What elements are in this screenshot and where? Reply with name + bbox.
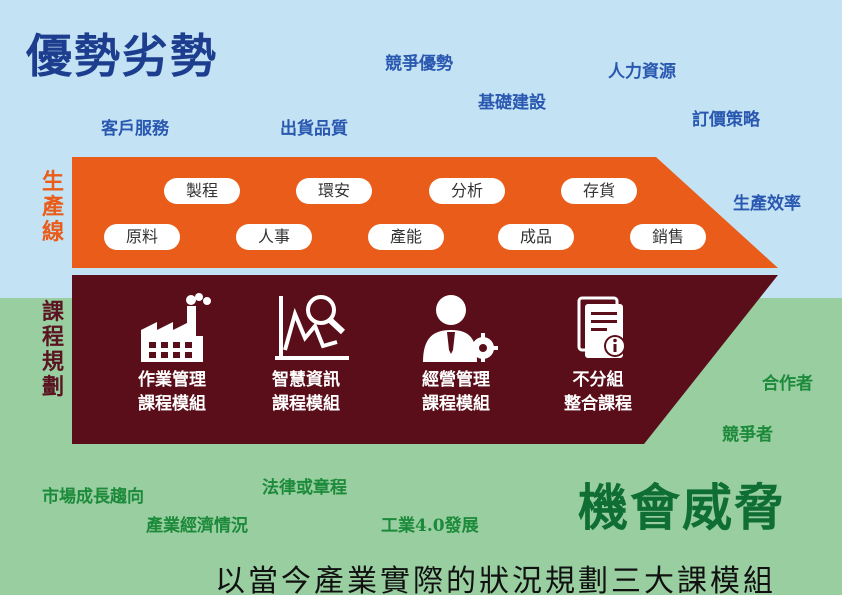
keyword-production-efficiency: 生產效率 (733, 194, 801, 214)
module-integrated-course-line1: 不分組 (572, 370, 624, 390)
pill-personnel: 人事 (236, 224, 312, 250)
pill-capacity: 產能 (368, 224, 444, 250)
module-business-management-line1: 經營管理 (422, 370, 490, 390)
keyword-infrastructure: 基礎建設 (478, 93, 546, 113)
factory-icon (141, 293, 211, 362)
keyword-industry-economy: 產業經濟情況 (146, 516, 248, 536)
manager-gear-icon (423, 295, 498, 362)
module-operations-line1: 作業管理 (138, 370, 206, 390)
module-operations-line2: 課程模組 (138, 394, 206, 414)
pill-finished-goods: 成品 (498, 224, 574, 250)
pill-analysis: 分析 (429, 178, 505, 204)
keyword-competitive-advantage: 競爭優勢 (385, 54, 453, 74)
keyword-human-resources: 人力資源 (608, 62, 676, 82)
analytics-chart-icon (275, 295, 349, 360)
module-integrated-course: 不分組整合課程 (538, 292, 658, 416)
production-line-arrow (72, 157, 778, 268)
module-operations: 作業管理課程模組 (112, 292, 232, 416)
opportunities-threats-heading: 機會威脅 (578, 479, 786, 537)
keyword-industry-4-development: 工業4.0發展 (381, 516, 479, 536)
pill-process: 製程 (164, 178, 240, 204)
keyword-shipping-quality: 出貨品質 (280, 119, 348, 139)
document-info-icon (577, 296, 626, 358)
module-smart-info-line1: 智慧資訊 (272, 370, 340, 390)
keyword-pricing-strategy: 訂價策略 (692, 110, 760, 130)
pill-inventory: 存貨 (561, 178, 637, 204)
keyword-laws-regulations: 法律或章程 (262, 478, 347, 498)
keyword-customer-service: 客戶服務 (101, 119, 169, 139)
course-planning-label: 課程規劃 (41, 299, 64, 400)
module-integrated-course-line2: 整合課程 (564, 394, 632, 414)
pill-environment-safety: 環安 (296, 178, 372, 204)
pill-raw-materials: 原料 (104, 224, 180, 250)
module-smart-info: 智慧資訊課程模組 (246, 292, 366, 416)
keyword-competitors: 競爭者 (722, 425, 773, 445)
module-business-management: 經營管理課程模組 (396, 292, 516, 416)
pill-sales: 銷售 (630, 224, 706, 250)
keyword-market-growth-trend: 市場成長趨向 (42, 487, 144, 507)
summary-caption: 以當今產業實際的狀況規劃三大課模組 (215, 564, 776, 599)
strengths-weaknesses-heading: 優勢劣勢 (26, 29, 218, 83)
production-line-label: 生產線 (41, 169, 64, 245)
module-business-management-line2: 課程模組 (422, 394, 490, 414)
module-smart-info-line2: 課程模組 (272, 394, 340, 414)
keyword-collaborators: 合作者 (762, 374, 813, 394)
